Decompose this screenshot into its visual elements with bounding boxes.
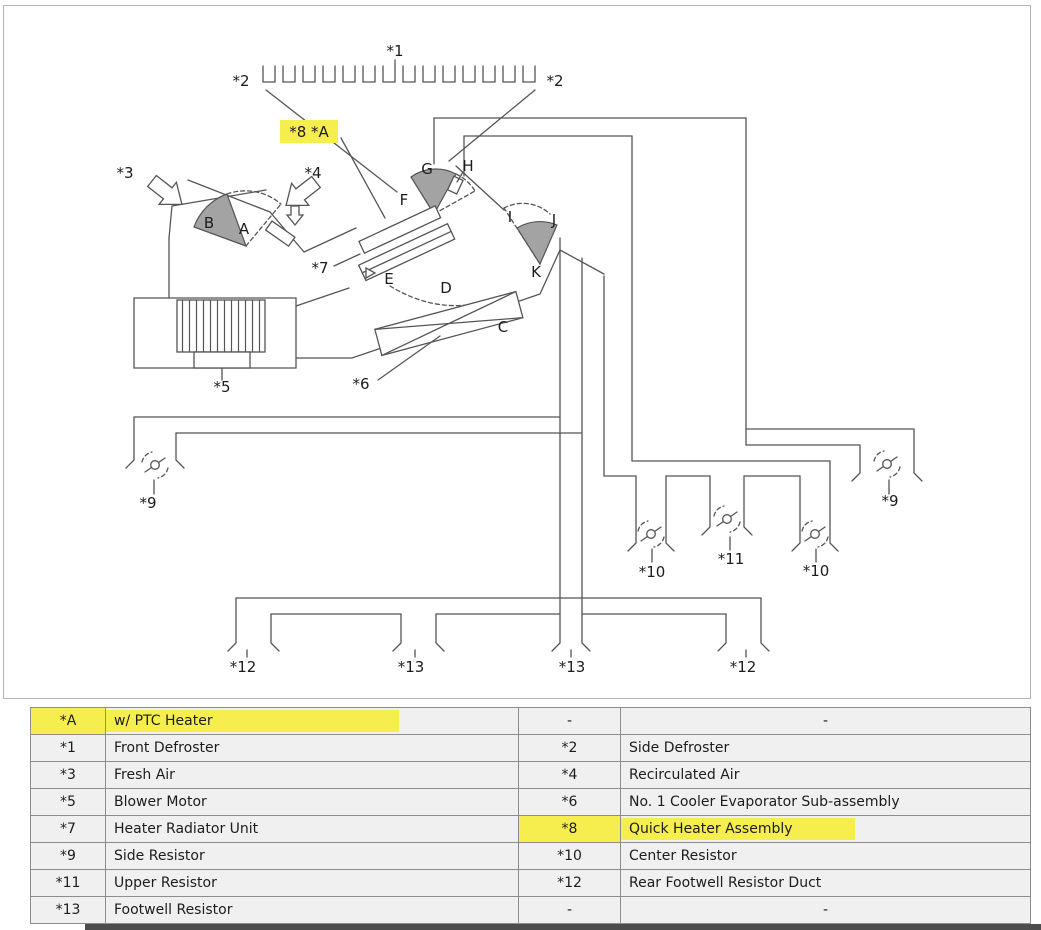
legend-table: *A w/ PTC Heater - - *1 Front Defroster …: [30, 707, 1031, 924]
table-row: *5 Blower Motor *6 No. 1 Cooler Evaporat…: [30, 788, 1031, 816]
legend-key-cell: -: [518, 896, 621, 924]
diagram-canvas: *1 *2 *2 *3 *4 *5 *6 *7 *8 *A *9 *9 *10 …: [116, 42, 923, 676]
legend-value-cell: Upper Resistor: [105, 869, 519, 897]
legend-value-cell: Recirculated Air: [620, 761, 1031, 789]
fresh-air-arrow: [146, 174, 183, 206]
legend-value-cell: Rear Footwell Resistor Duct: [620, 869, 1031, 897]
legend-value-cell: Fresh Air: [105, 761, 519, 789]
legend-key-cell: *1: [30, 734, 106, 762]
letter-I: I: [508, 208, 512, 226]
letter-B: B: [204, 214, 214, 232]
quick-heater: [358, 205, 442, 255]
legend-key-cell: *3: [30, 761, 106, 789]
label-9-left: *9: [139, 494, 156, 512]
label-8a: *8 *A: [289, 123, 329, 141]
letter-labels: A B C D E F G H I J K: [204, 157, 556, 336]
legend-key-cell: -: [518, 707, 621, 735]
legend-value-cell: Blower Motor: [105, 788, 519, 816]
table-row: *3 Fresh Air *4 Recirculated Air: [30, 761, 1031, 789]
center-resistor-left-icon: [637, 520, 665, 548]
label-6: *6: [352, 375, 369, 393]
letter-C: C: [498, 318, 508, 336]
legend-value-cell: No. 1 Cooler Evaporator Sub-assembly: [620, 788, 1031, 816]
legend-value-cell: -: [620, 896, 1031, 924]
pointer-arrow: [365, 266, 377, 280]
letter-J: J: [551, 211, 556, 229]
label-13-left: *13: [398, 658, 425, 676]
legend-key-cell: *4: [518, 761, 621, 789]
upper-resistor-icon: [713, 505, 741, 533]
label-9-right: *9: [881, 492, 898, 510]
duct-lines: [125, 65, 923, 652]
letter-D: D: [440, 279, 452, 297]
center-resistor-right-icon: [801, 520, 829, 548]
door-leader: [456, 171, 464, 183]
label-11: *11: [718, 550, 745, 568]
number-labels: *1 *2 *2 *3 *4 *5 *6 *7 *8 *A *9 *9 *10 …: [116, 42, 898, 676]
table-row: *9 Side Resistor *10 Center Resistor: [30, 842, 1031, 870]
legend-key-cell: *A: [30, 707, 106, 735]
blower-motor: [176, 299, 266, 369]
recirculated-air-arrow: [285, 175, 322, 207]
recirculation-door: [264, 220, 296, 248]
front-defroster-vents: [262, 65, 536, 83]
side-resistor-left-icon: [141, 451, 169, 479]
legend-value-cell: Footwell Resistor: [105, 896, 519, 924]
letter-E: E: [384, 270, 393, 288]
legend-value-cell: -: [620, 707, 1031, 735]
letter-H: H: [462, 157, 473, 175]
legend-key-cell: *7: [30, 815, 106, 843]
table-row: *A w/ PTC Heater - -: [30, 707, 1031, 735]
letter-F: F: [400, 191, 409, 209]
label-7: *7: [311, 259, 328, 277]
legend-value-cell: Heater Radiator Unit: [105, 815, 519, 843]
legend-key-cell: *2: [518, 734, 621, 762]
legend-key-cell: *10: [518, 842, 621, 870]
table-row: *7 Heater Radiator Unit *8 Quick Heater …: [30, 815, 1031, 843]
legend-key-cell: *8: [518, 815, 621, 843]
label-12-right: *12: [730, 658, 757, 676]
evaporator: [374, 290, 524, 357]
intake-door: [193, 193, 248, 248]
table-row: *11 Upper Resistor *12 Rear Footwell Res…: [30, 869, 1031, 897]
label-4: *4: [304, 164, 321, 182]
label-5: *5: [213, 378, 230, 396]
legend-key-cell: *9: [30, 842, 106, 870]
label-10-left: *10: [639, 563, 666, 581]
legend-value-cell: Side Resistor: [105, 842, 519, 870]
legend-key-cell: *11: [30, 869, 106, 897]
highlight-8a: [280, 120, 338, 143]
heater-radiator: [357, 222, 456, 282]
table-row: *1 Front Defroster *2 Side Defroster: [30, 734, 1031, 762]
highlighted-value: w/ PTC Heater: [106, 710, 399, 732]
label-13-right: *13: [559, 658, 586, 676]
label-3: *3: [116, 164, 133, 182]
horizontal-scrollbar-thumb[interactable]: [85, 924, 1041, 930]
highlighted-value: Quick Heater Assembly: [621, 818, 855, 840]
legend-value-cell: Side Defroster: [620, 734, 1031, 762]
label-1: *1: [386, 42, 403, 60]
legend-value-cell: Quick Heater Assembly: [620, 815, 1031, 843]
legend-value-cell: w/ PTC Heater: [105, 707, 519, 735]
label-12-left: *12: [230, 658, 257, 676]
table-row: *13 Footwell Resistor - -: [30, 896, 1031, 924]
label-2-right: *2: [546, 72, 563, 90]
side-resistor-right-icon: [873, 450, 901, 478]
letter-A: A: [239, 220, 250, 238]
legend-key-cell: *12: [518, 869, 621, 897]
legend-key-cell: *5: [30, 788, 106, 816]
legend-value-cell: Center Resistor: [620, 842, 1031, 870]
letter-G: G: [421, 160, 433, 178]
down-arrow: [285, 205, 305, 227]
letter-K: K: [531, 263, 542, 281]
hvac-airflow-diagram: *1 *2 *2 *3 *4 *5 *6 *7 *8 *A *9 *9 *10 …: [3, 5, 1031, 699]
legend-key-cell: *13: [30, 896, 106, 924]
legend-key-cell: *6: [518, 788, 621, 816]
label-2-left: *2: [232, 72, 249, 90]
label-leaders: [153, 59, 890, 658]
label-10-right: *10: [803, 562, 830, 580]
legend-value-cell: Front Defroster: [105, 734, 519, 762]
air-mix-door: [410, 168, 457, 216]
mode-door: [516, 220, 558, 266]
